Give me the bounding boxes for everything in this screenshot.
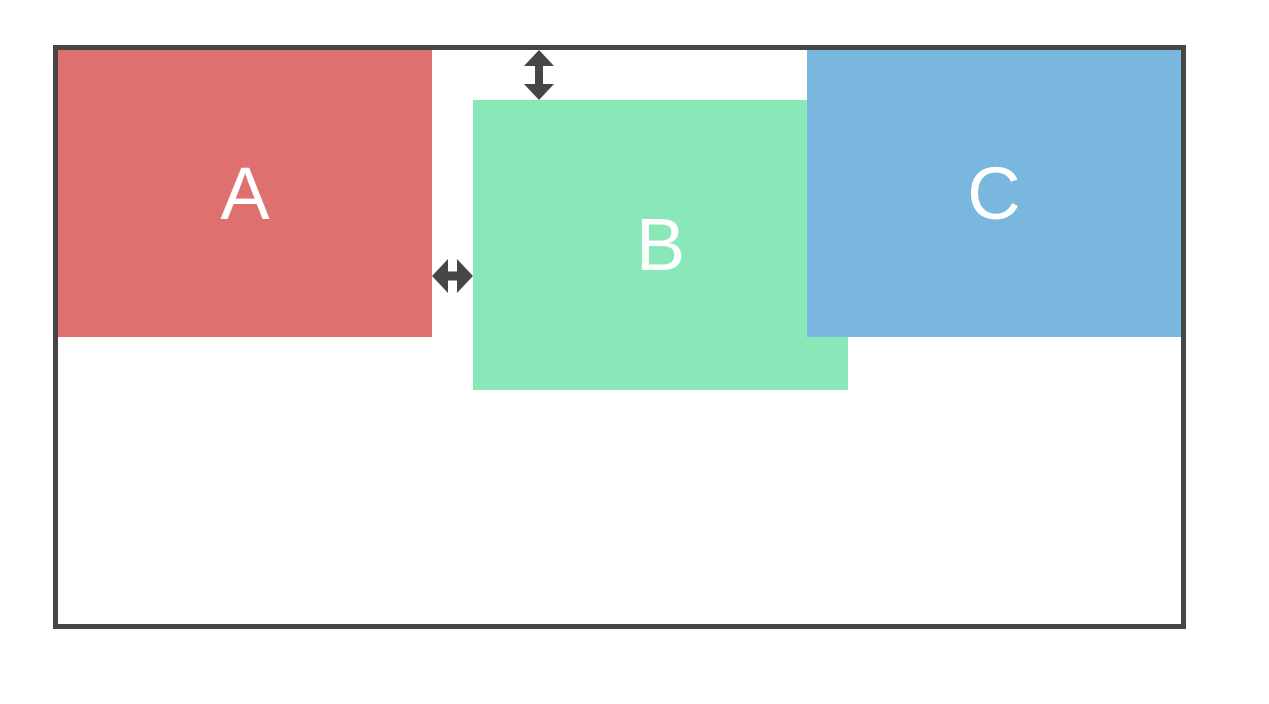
box-a: A xyxy=(58,50,432,337)
box-b-label: B xyxy=(635,203,686,286)
outer-frame xyxy=(53,45,1186,629)
box-b: B xyxy=(473,100,848,390)
vertical-gap-arrow-icon xyxy=(524,50,554,100)
box-c-label: C xyxy=(967,151,1021,235)
box-a-label: A xyxy=(220,151,270,235)
horizontal-gap-arrow-icon xyxy=(432,259,473,293)
box-c: C xyxy=(807,50,1181,337)
